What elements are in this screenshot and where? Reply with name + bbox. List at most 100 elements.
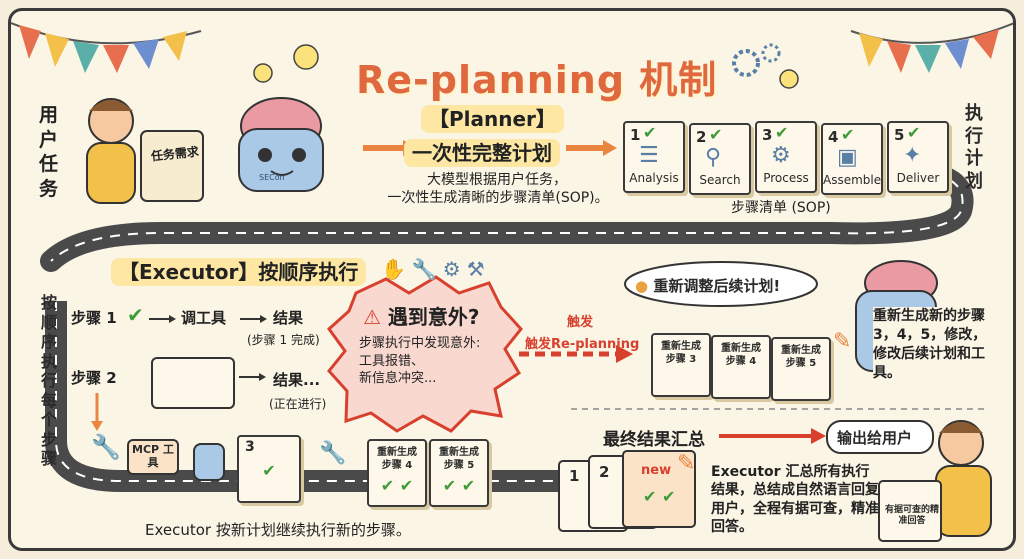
replan-card-line1: 重新生成: [781, 345, 821, 356]
answer-paper: 有据可查的精准回答: [884, 505, 939, 526]
step3-check-icon: ✔: [262, 460, 276, 480]
sop-card-num: 1: [630, 126, 641, 144]
diagram-frame: Re-planning 机制 用户任务 任务需求 SECon 【Planner】…: [8, 8, 1016, 551]
trigger-top: 触发: [567, 315, 594, 330]
sop-card-num: 4: [828, 128, 839, 146]
sop-card-num: 2: [696, 128, 707, 146]
final-title: 最终结果汇总: [603, 430, 705, 450]
new-step-line2: 步骤 4: [381, 459, 413, 471]
bunting-right: [850, 22, 1013, 73]
planner-desc-line2: 一次性生成清晰的步骤清单(SOP)。: [387, 190, 609, 207]
bunting-left: [11, 22, 202, 73]
open-book-icon: [151, 357, 235, 409]
user-figure-left: [86, 98, 204, 204]
step2-label: 步骤 2: [71, 369, 117, 387]
sop-card-label: Assemble: [823, 173, 882, 187]
sop-card-label: Deliver: [896, 171, 940, 185]
surprise-line3: 新信息冲突...: [359, 371, 437, 387]
check-icon: ✔: [709, 125, 723, 144]
new-tag: new: [641, 463, 672, 478]
sop-caption: 步骤清单 (SOP): [731, 200, 831, 216]
final-card-2: 2: [599, 463, 610, 481]
sequential-vertical-label: 按顺序执行每个步骤: [41, 293, 58, 469]
check-icon: ✔ ✔: [380, 476, 414, 495]
sop-card-label: Process: [763, 171, 809, 185]
replan-card: 重新生成步骤 4: [711, 335, 771, 399]
robot-planner: [238, 97, 324, 192]
new-step-line1: 重新生成: [377, 447, 417, 458]
replan-card-line2: 步骤 5: [785, 357, 817, 369]
planner-desc: 大模型根据用户任务， 一次性生成清晰的步骤清单(SOP)。: [387, 171, 608, 207]
warning-icon: ⚠: [363, 305, 381, 329]
box-icon: ▣: [837, 145, 858, 170]
background-art: [11, 22, 1013, 542]
step3-card: 3 ✔: [237, 435, 301, 503]
step2-note: (正在进行): [269, 397, 327, 411]
wrench-icon: 🔧: [91, 433, 121, 461]
replan-card-line1: 重新生成: [661, 341, 701, 352]
final-card-1: 1: [569, 467, 580, 485]
executor-tag: 【Executor】按顺序执行: [111, 258, 367, 286]
thinking-emoji-icon: ●: [635, 277, 649, 295]
replan-bubble: ● 重新调整后续计划!: [635, 275, 780, 296]
sop-card-num: 5: [894, 126, 905, 144]
replan-note: 重新生成新的步骤3，4，5，修改，修改后续计划和工具。: [873, 307, 995, 383]
surprise-title: ⚠ 遇到意外?: [363, 301, 480, 330]
step1-note: (步骤 1 完成): [247, 333, 320, 347]
planner-desc-line1: 大模型根据用户任务，: [427, 172, 567, 188]
user-task-label: 用户任务: [39, 104, 61, 201]
new-step-line2: 步骤 5: [443, 459, 475, 471]
execute-plan-label: 执行计划: [965, 103, 983, 192]
surprise-line2: 工具报错、: [359, 353, 425, 369]
replan-card-line1: 重新生成: [721, 343, 761, 354]
replan-card: 重新生成步骤 3: [651, 333, 711, 397]
replan-card: 重新生成步骤 5: [771, 337, 831, 401]
check-icon: ✔ ✔: [442, 476, 476, 495]
pencil-icon-2: ✎: [677, 451, 696, 476]
replan-card-line2: 步骤 4: [725, 355, 757, 367]
gears-icon: ⚙: [771, 143, 791, 168]
final-check-icon: ✔ ✔: [643, 487, 676, 506]
replan-card-line2: 步骤 3: [665, 353, 697, 365]
user-figure-right: [878, 420, 992, 542]
sop-card: 5✔✦ Deliver: [887, 121, 949, 193]
final-desc: Executor 汇总所有执行结果，总结成自然语言回复用户，全程有据可查，精准回…: [711, 464, 879, 536]
wrench-icon-2: 🔧: [319, 441, 347, 466]
sop-card-label: Search: [699, 173, 741, 187]
step1-check-icon: ✔: [127, 303, 144, 327]
sop-card: 1✔☰ Analysis: [623, 121, 685, 193]
planner-headline: 一次性完整计划: [404, 139, 560, 167]
check-icon: ✔: [841, 125, 855, 144]
sop-card-label: Analysis: [629, 171, 679, 185]
sop-card: 4✔▣ Assemble: [821, 123, 883, 195]
handshake-icon: ✦: [903, 143, 922, 168]
new-step-card: 重新生成步骤 5 ✔ ✔: [429, 439, 489, 507]
surprise-line1: 步骤执行中发现意外:: [359, 336, 481, 351]
mcp-tool-box: MCP 工具: [127, 439, 179, 475]
robot-badge: SECon: [259, 173, 285, 182]
bottom-caption: Executor 按新计划继续执行新的步骤。: [145, 521, 411, 539]
sop-card: 2✔⚲ Search: [689, 123, 751, 195]
new-step-card: 重新生成步骤 4 ✔ ✔: [367, 439, 427, 507]
sop-card: 3✔⚙ Process: [755, 121, 817, 193]
sop-card-num: 3: [762, 126, 773, 144]
trigger-label: 触发Re-planning: [525, 337, 640, 352]
result-label: 结果: [273, 309, 304, 327]
check-icon: ✔: [643, 123, 657, 142]
tool-icons: ✋🔧⚙⚒: [381, 257, 491, 281]
step1-label: 步骤 1: [71, 309, 117, 327]
database-icon: [193, 443, 225, 481]
surprise-burst: [326, 275, 523, 433]
clipboard-icon: ☰: [639, 143, 659, 168]
output-to-user: 输出给用户: [837, 429, 913, 447]
bulbs: [253, 43, 799, 89]
result2-label: 结果...: [273, 371, 321, 389]
page-title: Re-planning 机制: [356, 58, 718, 102]
check-icon: ✔: [775, 123, 789, 142]
new-step-line1: 重新生成: [439, 447, 479, 458]
planner-tag: 【Planner】: [421, 105, 564, 133]
replan-bubble-text: 重新调整后续计划!: [653, 277, 781, 295]
check-icon: ✔: [907, 123, 921, 142]
magnifier-icon: ⚲: [705, 145, 722, 170]
pencil-icon: ✎: [833, 329, 852, 354]
